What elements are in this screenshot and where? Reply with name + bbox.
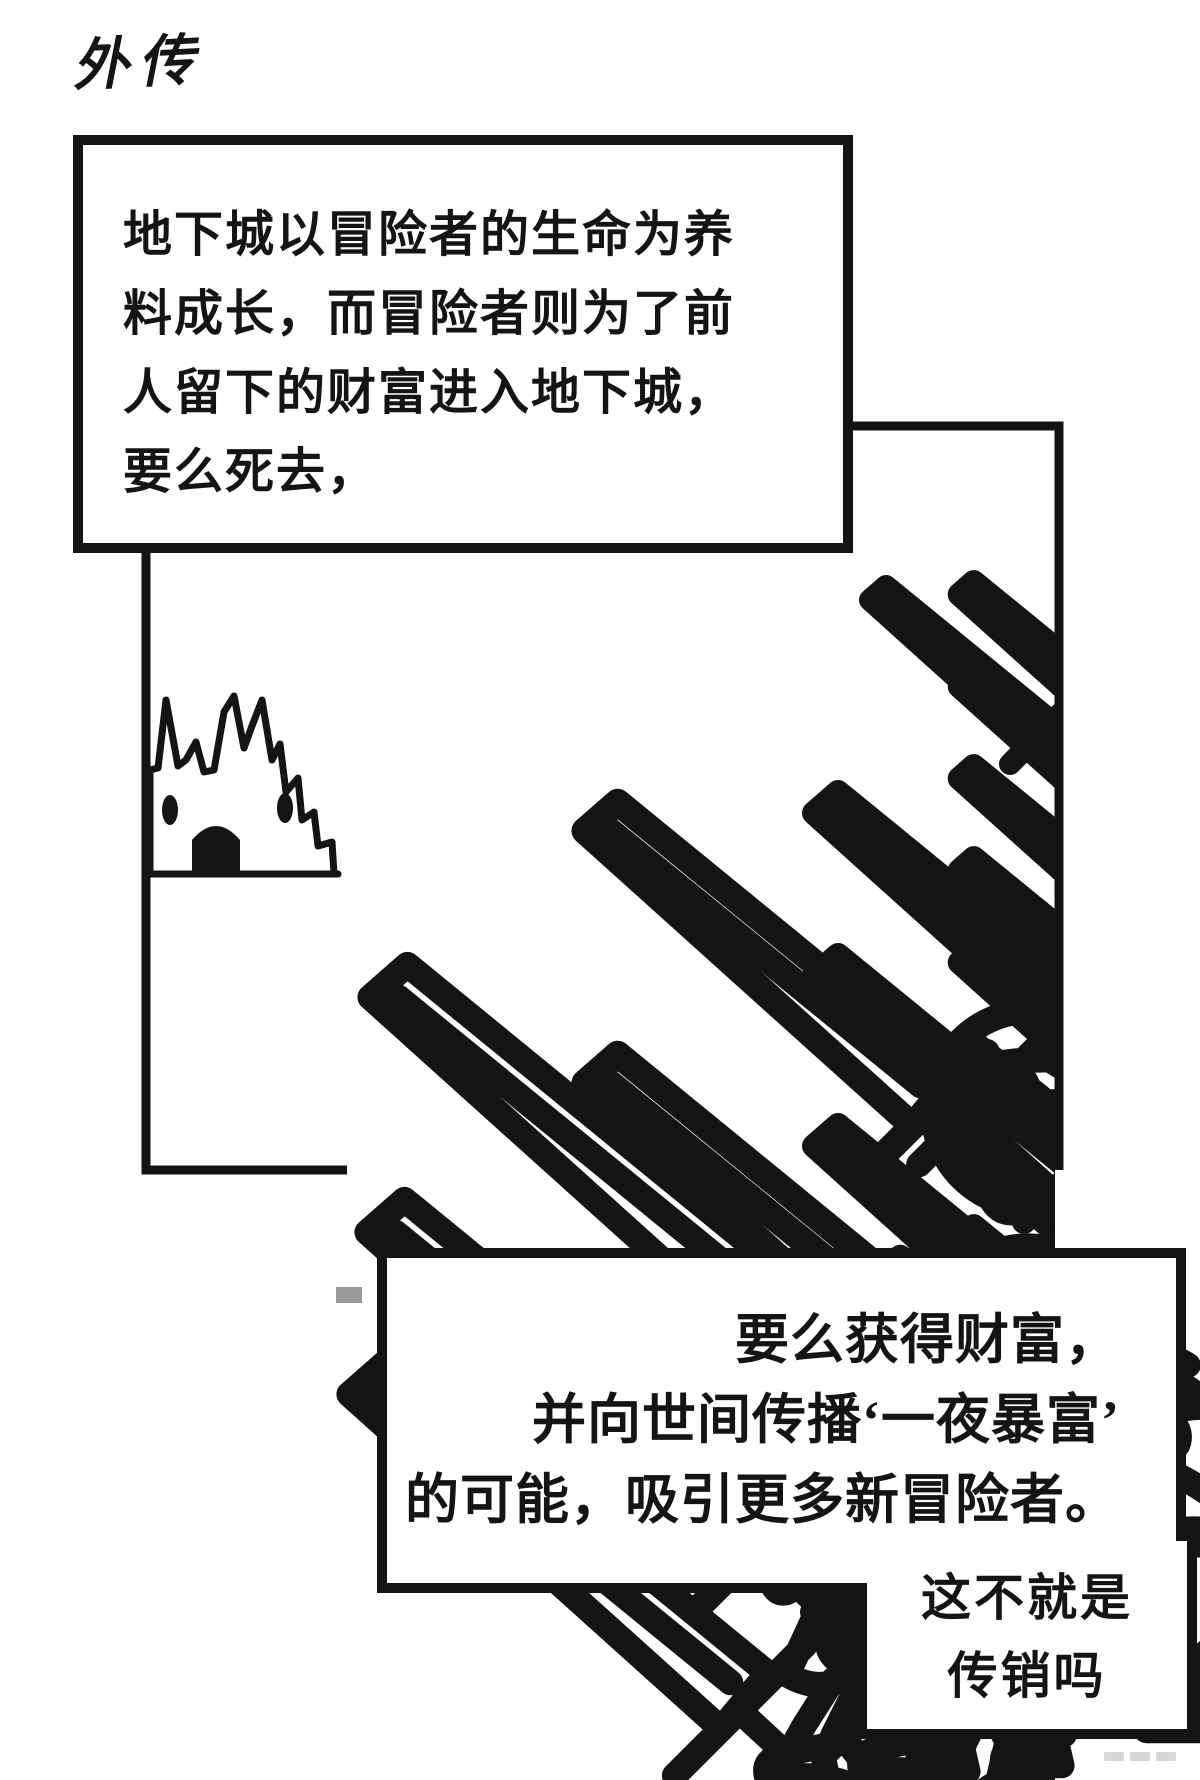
bubble-line: 并向世间传播‘一夜暴富’ <box>532 1390 1120 1450</box>
narration-line: 要么死去， <box>123 444 379 499</box>
bubble-line: 这不就是 <box>921 1570 1133 1626</box>
print-artifact <box>336 1287 362 1303</box>
faint-watermark <box>1156 1752 1176 1761</box>
series-label: 外传 <box>70 29 206 99</box>
bubble-line: 的可能，吸引更多新冒险者。 <box>405 1470 1120 1530</box>
speech-bubble <box>377 1248 1197 1739</box>
bubble-tail-text: 这不就是 传销吗 <box>867 1559 1187 1715</box>
dungeon-castle-icon <box>143 692 342 878</box>
narration-box: 地下城以冒险者的生命为养 料成长，而冒险者则为了前 人留下的财富进入地下城， 要… <box>73 135 853 553</box>
narration-line: 人留下的财富进入地下城， <box>123 365 736 420</box>
faint-watermark <box>1130 1752 1150 1761</box>
bubble-line: 传销吗 <box>947 1648 1107 1704</box>
narration-line: 料成长，而冒险者则为了前 <box>123 286 736 341</box>
bubble-main-text: 要么获得财富， 并向世间传播‘一夜暴富’ 的可能，吸引更多新冒险者。 <box>400 1300 1120 1540</box>
bubble-line: 要么获得财富， <box>735 1310 1120 1370</box>
narration-line: 地下城以冒险者的生命为养 <box>123 207 736 262</box>
faint-watermark <box>1104 1752 1124 1761</box>
